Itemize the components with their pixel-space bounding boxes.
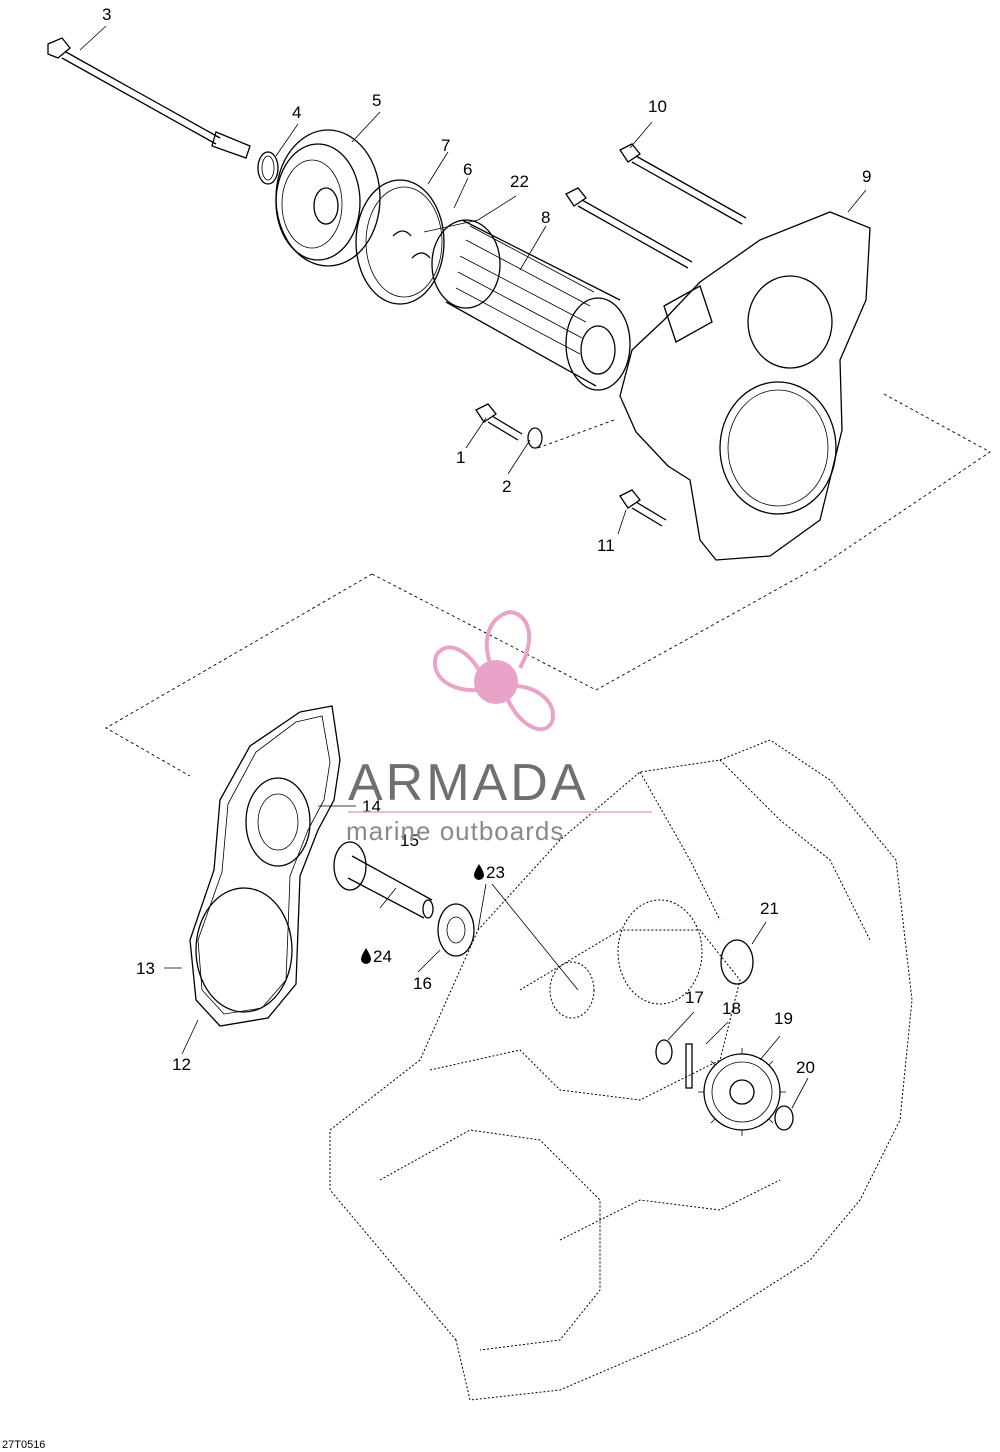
watermark-tagline: marine outboards [346,816,564,846]
callout-17: 17 [685,988,704,1007]
part-gasket [355,179,445,305]
callout-5: 5 [372,91,381,110]
callout-24: 24 [373,947,392,966]
part-pump-shaft [333,841,434,919]
callout-13: 13 [136,959,155,978]
part-filter-cap [275,129,381,267]
part-o-ring [257,151,279,185]
part-pump-plate [189,705,341,1027]
callout-20: 20 [796,1058,815,1077]
callout-2: 2 [502,477,511,496]
callout-labels: 1 2 3 4 5 6 7 8 9 10 11 12 13 14 15 16 1… [102,5,871,1077]
callout-4: 4 [292,103,301,122]
callout-19: 19 [774,1009,793,1028]
callout-22: 22 [510,172,529,191]
callout-11: 11 [597,536,615,555]
part-cover [619,211,871,561]
armada-watermark: ARMADA marine outboards [346,609,652,846]
part-seal [437,903,475,957]
callout-3: 3 [102,5,111,24]
part-long-bolt [47,37,251,159]
callout-8: 8 [541,208,550,227]
part-gear [698,1048,786,1136]
part-circlip [774,1105,794,1131]
part-lower-bolt [619,489,667,527]
propeller-logo-icon [432,609,555,732]
engine-casing [329,739,913,1401]
callout-23: 23 [486,863,505,882]
part-oil-filter [431,219,631,391]
assembly-line-lower [105,573,373,777]
part-pin [685,1043,693,1089]
lower-assembly [164,705,579,1055]
part-o-ring-small [655,1039,673,1065]
callout-9: 9 [862,167,871,186]
oil-drop-icon [474,864,484,880]
image-code: 27T0516 [2,1439,45,1451]
callout-6: 6 [463,160,472,179]
callout-1: 1 [456,448,465,467]
part-cover-bolts [565,143,747,269]
callout-21: 21 [760,899,779,918]
callout-10: 10 [648,97,667,116]
upper-assembly [47,25,871,561]
oil-drop-icon [361,948,371,964]
callout-7: 7 [441,136,450,155]
callout-18: 18 [722,999,741,1018]
watermark-brand: ARMADA [348,754,588,812]
callout-15: 15 [400,831,419,850]
assembly-line-upper [371,393,991,691]
part-small-bolt [475,403,543,449]
part-o-ring-large [720,939,754,985]
callout-16: 16 [413,974,432,993]
callout-12: 12 [172,1055,191,1074]
